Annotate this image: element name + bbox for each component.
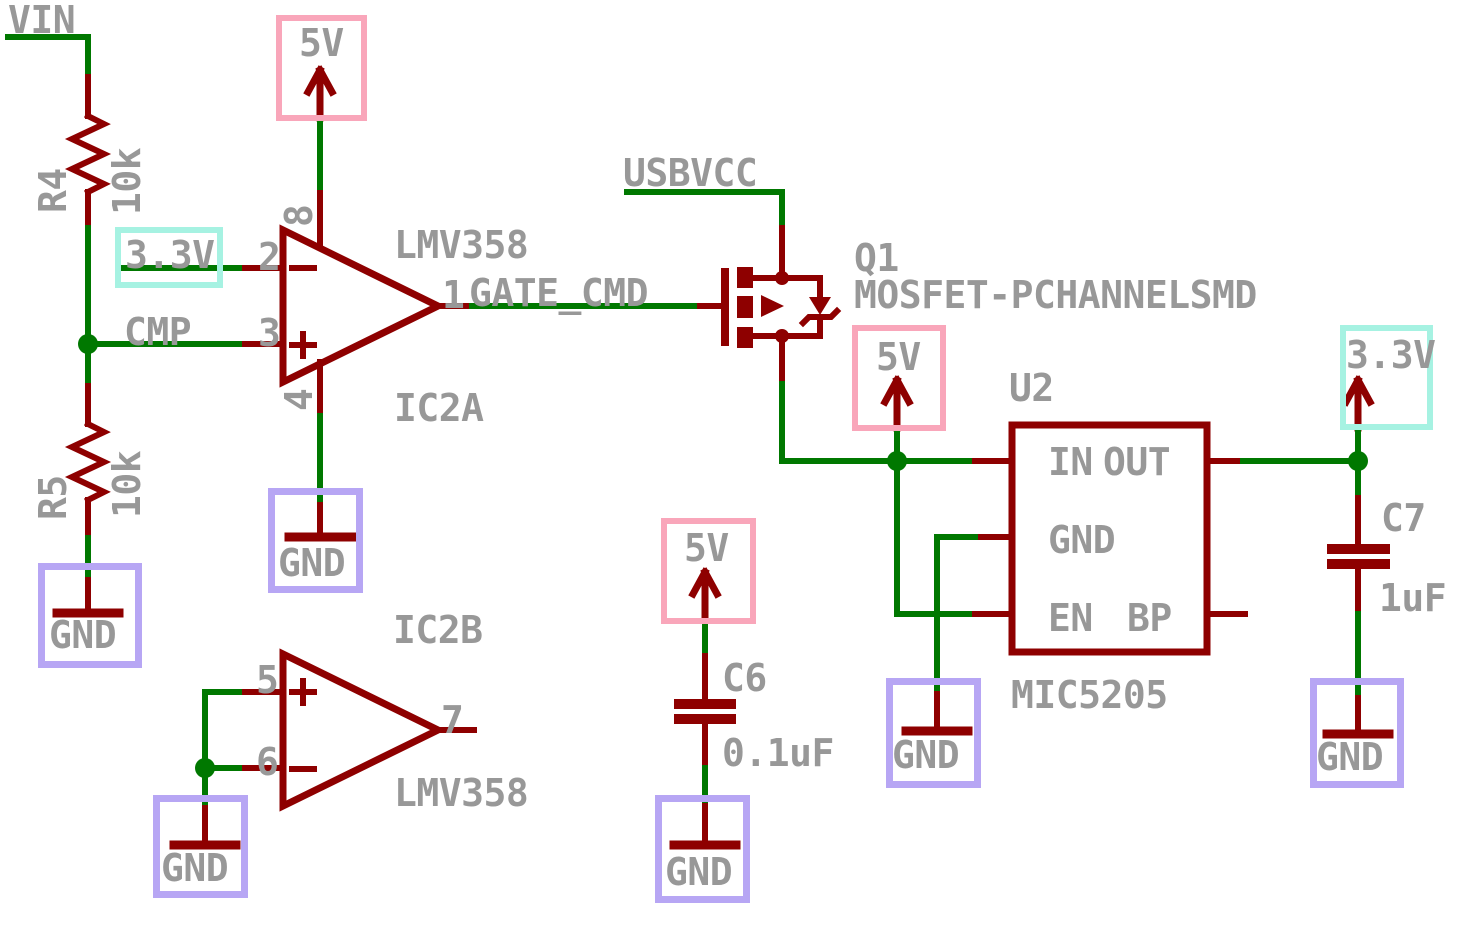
supply-arrow-5v-reg [880, 375, 914, 464]
supply-label-5v-c6: 5V [684, 526, 729, 570]
gnd-box-c6 [655, 795, 750, 903]
r4-ref: R4 [31, 168, 75, 213]
net-label-cmp: CMP [124, 310, 192, 354]
ic2a-pin3: 3 [258, 311, 281, 355]
gnd-label-r5: GND [49, 613, 117, 657]
r5-value: 10k [105, 450, 149, 518]
r4-resistor [64, 74, 112, 231]
q1-part: MOSFET-PCHANNELSMD [854, 273, 1257, 317]
u2-gnd-wire [934, 534, 1015, 697]
gnd-symbol-ic2b [169, 805, 241, 850]
ic2a-pin2: 2 [258, 235, 281, 279]
net-label-usbvcc: USBVCC [623, 151, 758, 195]
ic2a-plus-mark [289, 331, 317, 359]
ic2b-part: LMV358 [394, 771, 529, 815]
gnd-box-ic2b [153, 795, 248, 898]
mosfet-body-diode [798, 275, 842, 339]
gnd-label-ic2b: GND [161, 846, 229, 890]
supply-label-5v-reg: 5V [876, 335, 921, 379]
ic2b-pin7: 7 [441, 698, 464, 742]
c6-ref: C6 [722, 656, 767, 700]
net-label-vin: VIN [8, 0, 76, 42]
rail-5v-wire [779, 333, 1015, 464]
ic2b-pin5: 5 [256, 658, 279, 702]
junction-dot-source [775, 271, 789, 285]
ic2a-pin4: 4 [277, 388, 321, 411]
supply-label-33v-right: 3.3V [1346, 333, 1436, 377]
gnd-symbol-c6 [669, 803, 741, 850]
r5-resistor [64, 383, 112, 541]
u2-pin-bp: BP [1127, 596, 1172, 640]
supply-5v-box-reg [852, 325, 946, 431]
supply-label-5v-opamp: 5V [299, 21, 344, 65]
net-33v-box-left [115, 227, 223, 288]
gnd-box-u2 [886, 678, 981, 788]
u2-part: MIC5205 [1011, 673, 1168, 717]
gnd-symbol-r5 [52, 577, 124, 618]
gnd-symbol-c7 [1322, 695, 1394, 739]
c7-ref: C7 [1381, 496, 1426, 540]
ic2b-ref: IC2B [393, 608, 483, 652]
c6-value: 0.1uF [722, 731, 834, 775]
gnd-box-r5 [38, 563, 142, 668]
ic2b-plus-mark [289, 678, 317, 706]
supply-arrow-33v [1341, 375, 1375, 464]
u2-regulator-body [1008, 421, 1211, 656]
gnd-label-c7: GND [1316, 735, 1384, 779]
gnd-label-pin4: GND [278, 541, 346, 585]
usbvcc-wire [624, 189, 785, 281]
mosfet-bulk-arrow [761, 295, 784, 317]
gnd-box-c7 [1310, 678, 1404, 788]
ic2b-opamp-symbol [279, 648, 446, 812]
supply-arrow-5v-c6 [688, 567, 722, 659]
u2-pin-in: IN [1048, 440, 1093, 484]
gnd-symbol-pin4 [284, 502, 357, 542]
c7-value: 1uF [1379, 576, 1447, 620]
supply-33v-box-right [1340, 325, 1433, 430]
u2-pin-gnd: GND [1048, 518, 1116, 562]
ic2a-ref: IC2A [394, 386, 484, 430]
gnd-label-u2: GND [892, 733, 960, 777]
gnd-box-pin4 [268, 488, 363, 593]
ic2a-opamp-symbol [279, 224, 446, 388]
gnd-symbol-u2 [901, 691, 973, 736]
u2-pin-en: EN [1048, 596, 1093, 640]
junction-dot-ic2b [195, 758, 215, 778]
r4-value: 10k [105, 147, 149, 215]
ic2b-pin6: 6 [256, 740, 279, 784]
ic2a-pin8: 8 [277, 204, 321, 227]
q1-ref: Q1 [854, 236, 899, 280]
net-label-gate-cmd: GATE_CMD [469, 271, 649, 315]
supply-5v-box-c6 [661, 518, 756, 624]
u2-ref: U2 [1009, 366, 1054, 410]
ic2a-part: LMV358 [394, 223, 529, 267]
ic2a-pin1: 1 [442, 273, 465, 317]
vin-wire [5, 34, 91, 80]
gnd-label-c6: GND [665, 850, 733, 894]
supply-arrow-5v-opamp [303, 65, 337, 122]
supply-5v-box-opamp [276, 15, 367, 121]
r5-ref: R5 [31, 475, 75, 520]
net-label-33v-left: 3.3V [125, 233, 215, 277]
ic2b-input-wires [202, 689, 286, 811]
u2-pin-out: OUT [1103, 440, 1171, 484]
